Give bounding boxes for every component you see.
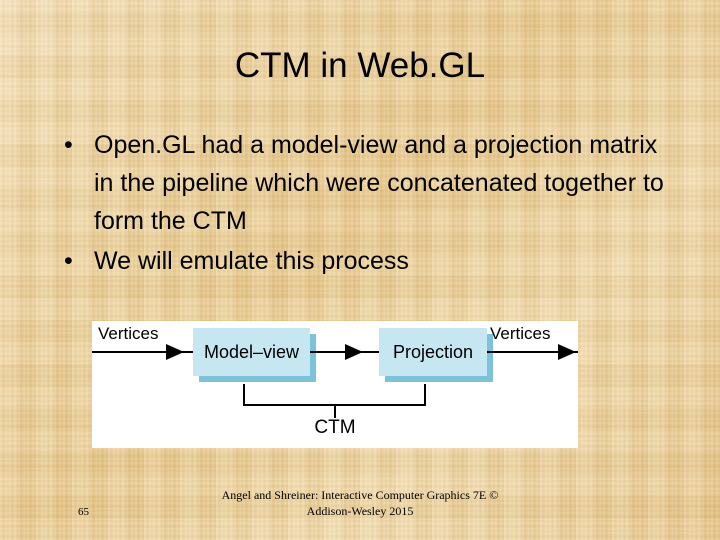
stage-box-model-view-label: Model–view: [193, 328, 310, 376]
middle-flow-line: [310, 351, 379, 353]
arrow-right-icon: [345, 344, 363, 360]
output-flow-line: [487, 351, 578, 353]
bracket-right-tick: [424, 384, 426, 406]
bracket-span-line: [243, 404, 426, 406]
bracket-stem-line: [334, 406, 336, 418]
bullet-list: • Open.GL had a model-view and a project…: [58, 126, 678, 280]
arrow-right-icon: [558, 344, 576, 360]
bracket-left-tick: [243, 384, 245, 406]
output-vertices-label: Vertices: [490, 324, 551, 343]
bullet-item-1: • Open.GL had a model-view and a project…: [58, 126, 678, 240]
bullet-item-2-text: We will emulate this process: [94, 247, 409, 275]
ctm-bracket: [243, 384, 426, 406]
pipeline-diagram: Vertices Model–view Projection Vertices …: [92, 321, 578, 448]
input-vertices-label: Vertices: [98, 324, 159, 343]
slide-title: CTM in Web.GL: [234, 46, 486, 85]
bullet-item-2: • We will emulate this process: [58, 242, 678, 280]
input-flow-line: [92, 351, 193, 353]
stage-box-model-view: Model–view: [193, 328, 316, 382]
bullet-dot-icon: •: [64, 247, 73, 275]
citation-text: Angel and Shreiner: Interactive Computer…: [221, 488, 499, 518]
ctm-label: CTM: [314, 417, 356, 438]
stage-box-projection: Projection: [379, 328, 493, 382]
bullet-dot-icon: •: [64, 131, 73, 159]
arrow-right-icon: [166, 344, 184, 360]
page-number: 65: [78, 506, 89, 518]
stage-box-projection-label: Projection: [379, 328, 487, 376]
bullet-item-1-text: Open.GL had a model-view and a projectio…: [94, 131, 664, 235]
